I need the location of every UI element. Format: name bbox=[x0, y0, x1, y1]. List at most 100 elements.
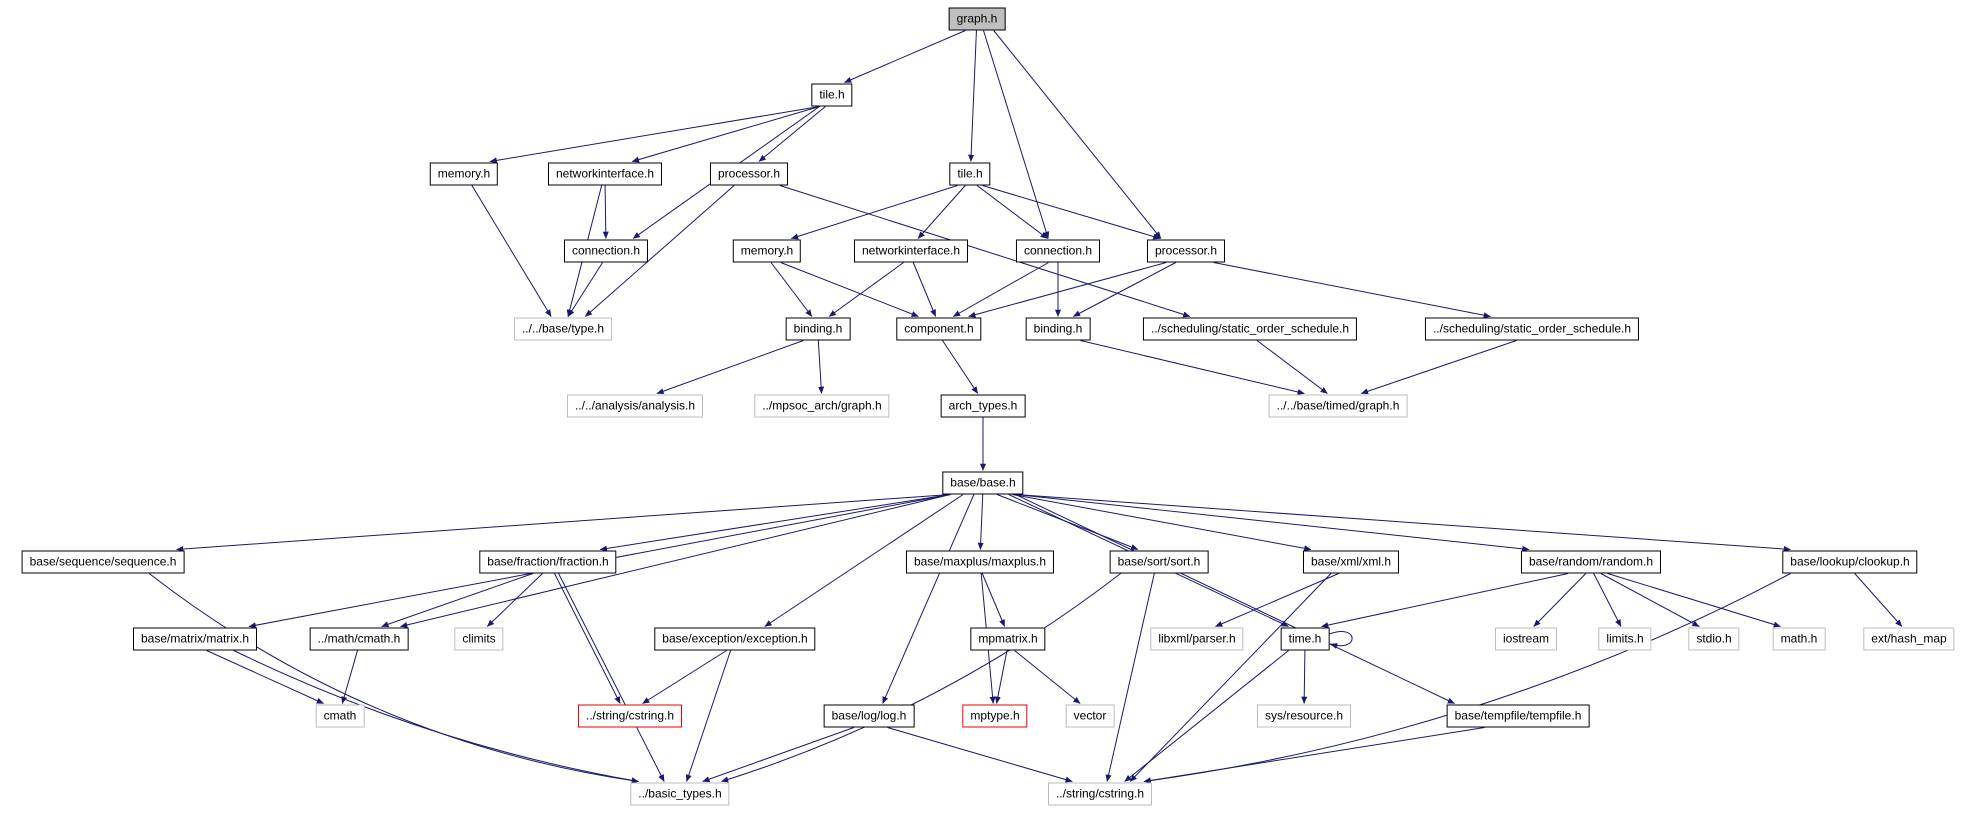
include-edge-tile-b-to-netif-b bbox=[917, 185, 966, 239]
graph-node-mptype[interactable]: mptype.h bbox=[962, 704, 1028, 728]
graph-node-binding-b[interactable]: binding.h bbox=[1025, 317, 1091, 341]
include-edge-binding-b-to-timed-graph bbox=[1080, 340, 1305, 395]
include-edge-time-to-time bbox=[1329, 631, 1353, 649]
include-edge-tile-b-to-memory-b bbox=[790, 185, 958, 240]
include-edge-graph-top-to-conn-b bbox=[983, 30, 1050, 239]
graph-node-log[interactable]: base/log/log.h bbox=[823, 704, 915, 728]
include-edge-memory-a-to-type bbox=[471, 185, 552, 317]
graph-node-libxml: libxml/parser.h bbox=[1150, 627, 1244, 651]
graph-node-mpsoc-graph: ../mpsoc_arch/graph.h bbox=[754, 394, 890, 418]
include-edge-base-to-maxplus bbox=[977, 494, 984, 550]
include-edge-netif-a-to-conn-a bbox=[602, 185, 609, 239]
include-edge-exception-to-cstring-red bbox=[642, 650, 727, 704]
graph-node-conn-a[interactable]: connection.h bbox=[563, 239, 649, 263]
graph-node-memory-a[interactable]: memory.h bbox=[429, 162, 499, 186]
graph-node-exception[interactable]: base/exception/exception.h bbox=[654, 627, 816, 651]
graph-node-sort[interactable]: base/sort/sort.h bbox=[1109, 550, 1209, 574]
include-edge-proc-b-to-sos-b bbox=[1213, 262, 1491, 319]
graph-node-xml[interactable]: base/xml/xml.h bbox=[1302, 550, 1400, 574]
include-edge-base-to-sequence bbox=[176, 494, 951, 553]
graph-node-netif-b[interactable]: networkinterface.h bbox=[853, 239, 969, 263]
include-edge-netif-b-to-binding-a bbox=[828, 262, 904, 317]
include-edge-fraction-to-climits bbox=[486, 573, 543, 627]
include-edge-tile-a-to-proc-a bbox=[758, 106, 826, 162]
graph-node-timed-graph: ../../base/timed/graph.h bbox=[1268, 394, 1408, 418]
include-edge-binding-a-to-analysis bbox=[656, 340, 804, 395]
include-edge-mpmatrix-to-mptype bbox=[994, 650, 1008, 704]
include-edge-tile-b-to-conn-b bbox=[976, 185, 1048, 239]
include-edge-conn-b-to-component bbox=[952, 262, 1049, 317]
include-edge-log-to-cstring-b bbox=[887, 727, 1073, 783]
graph-node-mpmatrix[interactable]: mpmatrix.h bbox=[970, 627, 1046, 651]
graph-node-cstring-red[interactable]: ../string/cstring.h bbox=[577, 704, 683, 728]
include-edge-memory-b-to-binding-a bbox=[770, 262, 813, 317]
graph-node-maxplus[interactable]: base/maxplus/maxplus.h bbox=[905, 550, 1055, 574]
include-edge-base-to-log bbox=[882, 494, 975, 704]
include-edge-sort-to-cstring-b bbox=[1105, 573, 1155, 782]
include-edge-base-to-clookup bbox=[1015, 494, 1791, 553]
include-edge-base-to-random bbox=[1015, 494, 1530, 552]
include-edge-proc-b-to-binding-b bbox=[1073, 262, 1176, 317]
graph-node-type: ../../base/type.h bbox=[513, 317, 613, 341]
include-edge-memory-b-to-component bbox=[780, 262, 919, 317]
graph-node-netif-a[interactable]: networkinterface.h bbox=[547, 162, 663, 186]
include-edge-netif-b-to-component bbox=[912, 262, 937, 317]
include-edge-tile-a-to-memory-a bbox=[489, 106, 820, 164]
graph-node-graph-top: graph.h bbox=[948, 7, 1006, 31]
include-edge-base-to-fraction bbox=[599, 494, 951, 552]
graph-node-hashmap: ext/hash_map bbox=[1863, 627, 1955, 651]
include-edge-exception-to-basic-types bbox=[685, 650, 732, 782]
include-edge-base-to-xml bbox=[1012, 494, 1312, 552]
include-edge-graph-top-to-tile-a bbox=[844, 30, 966, 83]
include-edge-graph-top-to-tile-b bbox=[968, 30, 977, 162]
include-edge-sequence-to-basic-types bbox=[148, 573, 639, 784]
graph-node-clookup[interactable]: base/lookup/clookup.h bbox=[1782, 550, 1918, 574]
graph-node-cmath-h[interactable]: ../math/cmath.h bbox=[309, 627, 409, 651]
include-edge-fraction-to-cmath-h bbox=[381, 573, 534, 628]
graph-node-conn-b[interactable]: connection.h bbox=[1015, 239, 1101, 263]
include-edge-sos-a-to-timed-graph bbox=[1256, 340, 1328, 394]
include-edge-fraction-to-basic-types bbox=[558, 573, 665, 782]
graph-node-memory-b[interactable]: memory.h bbox=[732, 239, 802, 263]
include-edge-base-to-sort bbox=[996, 494, 1139, 550]
graph-node-base[interactable]: base/base.h bbox=[942, 471, 1024, 495]
include-edge-xml-to-libxml bbox=[1215, 573, 1339, 627]
include-edge-xml-to-cstring-b bbox=[1129, 573, 1332, 782]
graph-node-sequence[interactable]: base/sequence/sequence.h bbox=[21, 550, 185, 574]
graph-node-binding-a[interactable]: binding.h bbox=[785, 317, 851, 341]
include-edge-proc-b-to-component bbox=[968, 262, 1167, 318]
include-edge-conn-a-to-type bbox=[567, 262, 603, 317]
include-edge-tempfile-to-cstring-b bbox=[1143, 727, 1485, 784]
graph-node-fraction[interactable]: base/fraction/fraction.h bbox=[479, 550, 617, 574]
graph-node-component[interactable]: component.h bbox=[896, 317, 982, 341]
graph-node-proc-b[interactable]: processor.h bbox=[1146, 239, 1226, 263]
graph-node-limits: limits.h bbox=[1598, 627, 1652, 651]
include-edge-matrix-to-cmath bbox=[206, 650, 324, 704]
graph-node-proc-a[interactable]: processor.h bbox=[709, 162, 789, 186]
graph-node-sos-b[interactable]: ../scheduling/static_order_schedule.h bbox=[1424, 317, 1640, 341]
graph-node-basic-types: ../basic_types.h bbox=[630, 782, 730, 806]
graph-node-stdio: stdio.h bbox=[1688, 627, 1740, 651]
graph-node-time[interactable]: time.h bbox=[1280, 627, 1330, 651]
graph-node-tempfile[interactable]: base/tempfile/tempfile.h bbox=[1446, 704, 1590, 728]
include-edge-maxplus-to-mpmatrix bbox=[981, 573, 1006, 627]
include-edge-random-to-time bbox=[1321, 573, 1569, 629]
include-edge-proc-a-to-sos-a bbox=[779, 185, 1191, 318]
graph-node-random[interactable]: base/random/random.h bbox=[1520, 550, 1662, 574]
include-edge-cmath-h-to-cmath bbox=[341, 650, 358, 704]
include-edge-random-to-stdio bbox=[1600, 573, 1700, 627]
graph-node-matrix[interactable]: base/matrix/matrix.h bbox=[132, 627, 258, 651]
graph-node-sos-a[interactable]: ../scheduling/static_order_schedule.h bbox=[1142, 317, 1358, 341]
include-edge-sort-to-basic-types bbox=[721, 573, 1121, 783]
include-edge-random-to-limits bbox=[1593, 573, 1622, 627]
include-edge-random-to-iostream bbox=[1533, 573, 1587, 627]
graph-node-tile-b[interactable]: tile.h bbox=[949, 162, 991, 186]
graph-node-arch-types[interactable]: arch_types.h bbox=[940, 394, 1026, 418]
include-edge-fraction-to-cstring-red bbox=[554, 573, 621, 704]
graph-node-math: math.h bbox=[1772, 627, 1826, 651]
edge-group bbox=[148, 30, 1903, 784]
include-edge-time-to-sysresource bbox=[1301, 650, 1308, 704]
graph-node-cmath: cmath bbox=[315, 704, 365, 728]
graph-node-tile-a[interactable]: tile.h bbox=[811, 83, 853, 107]
